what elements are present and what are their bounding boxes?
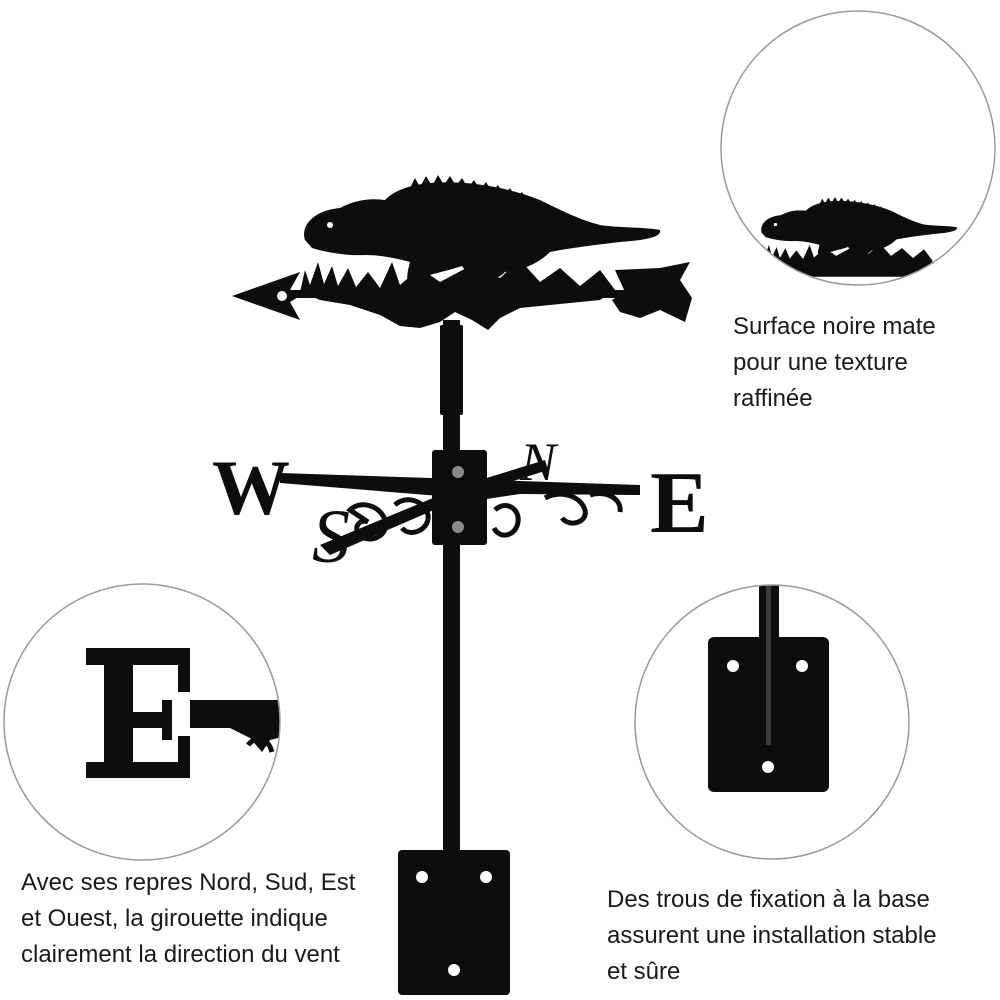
caption-directions-line-1: Avec ses repres Nord, Sud, Est bbox=[21, 869, 356, 896]
detail-circle-finish bbox=[720, 10, 996, 286]
caption-directions-line-3: clairement la direction du vent bbox=[21, 941, 340, 968]
detail-circle-letter bbox=[3, 583, 281, 861]
caption-mounting: Des trous de fixation à la base assurent… bbox=[607, 882, 992, 990]
caption-finish-line-1: Surface noire mate bbox=[733, 313, 936, 340]
caption-directions: Avec ses repres Nord, Sud, Est et Ouest,… bbox=[21, 865, 401, 973]
letter-e-closeup bbox=[86, 648, 190, 778]
compass-letter-south: S bbox=[312, 495, 350, 579]
weathervane: W E N S bbox=[212, 175, 709, 995]
caption-finish-line-2: pour une texture bbox=[733, 349, 908, 376]
caption-finish-line-3: raffinée bbox=[733, 385, 813, 412]
caption-finish: Surface noire mate pour une texture raff… bbox=[733, 309, 993, 417]
caption-directions-line-2: et Ouest, la girouette indique bbox=[21, 905, 328, 932]
caption-mounting-line-3: et sûre bbox=[607, 958, 681, 985]
dinosaur-silhouette bbox=[304, 175, 661, 288]
compass-letter-west: W bbox=[212, 444, 290, 531]
caption-mounting-line-1: Des trous de fixation à la base bbox=[607, 886, 930, 913]
arrow-pointer bbox=[232, 272, 300, 320]
arrow-tail bbox=[612, 262, 692, 322]
mounting-plate bbox=[398, 850, 510, 995]
caption-mounting-line-2: assurent une installation stable bbox=[607, 922, 937, 949]
detail-circle-base bbox=[634, 584, 910, 860]
compass-letter-north: N bbox=[519, 432, 559, 492]
compass-cross bbox=[280, 450, 640, 555]
compass-letter-east: E bbox=[650, 455, 709, 552]
